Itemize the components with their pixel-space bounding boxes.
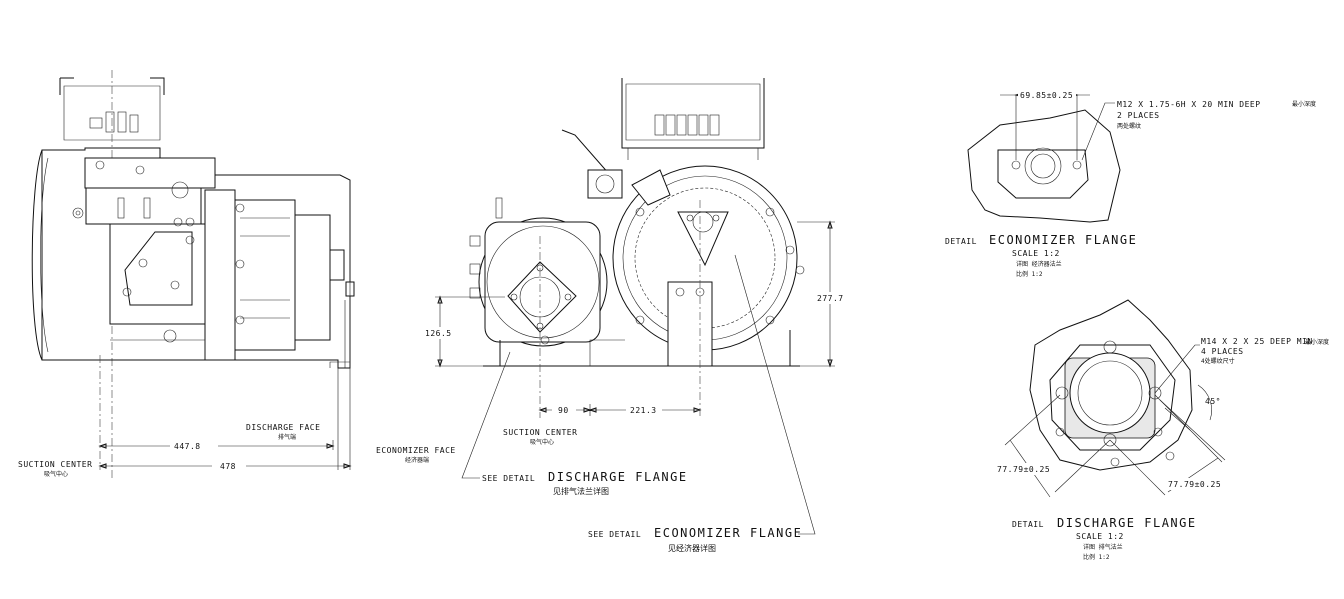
label-suction-center-left-cn: 吸气中心 (44, 470, 68, 478)
label-suction-center-mid: SUCTION CENTER (503, 428, 577, 437)
label-discharge-face: DISCHARGE FACE (246, 423, 320, 432)
econ-places: 2 PLACES (1117, 111, 1160, 120)
end-view: 126.5 277.7 90 221.3 SUCTION CENTER 吸气中心… (376, 78, 849, 553)
detail-discharge-flange: M14 X 2 X 25 DEEP MIN 最小深度 4 PLACES 4处螺纹… (995, 299, 1329, 561)
discharge-flange-ref: DISCHARGE FLANGE (548, 470, 688, 484)
angle-45: 45° (1205, 397, 1221, 406)
dim-69: 69.85±0.25 (1020, 91, 1073, 100)
dim-90: 90 (558, 406, 569, 415)
see-detail-2: SEE DETAIL (588, 530, 641, 539)
disch-thread-spec: M14 X 2 X 25 DEEP MIN (1201, 337, 1313, 346)
disch-detail-title: DISCHARGE FLANGE (1057, 516, 1197, 530)
dim-447: 447.8 (174, 442, 201, 451)
disch-places-cn: 4处螺纹尺寸 (1201, 357, 1235, 365)
label-suction-center-mid-cn: 吸气中心 (530, 438, 554, 446)
side-view: 447.8 478 DISCHARGE FACE 排气端 SUCTION CEN… (18, 70, 355, 480)
disch-detail-cn1: 详图 排气法兰 (1083, 543, 1123, 551)
detail-economizer-flange: 69.85±0.25 M12 X 1.75-6H X 20 MIN DEEP 最… (945, 89, 1316, 278)
disch-detail-cn2: 比例 1:2 (1083, 553, 1110, 561)
disch-detail-scale: SCALE 1:2 (1076, 532, 1124, 541)
dim-221: 221.3 (630, 406, 657, 415)
dim-126: 126.5 (425, 329, 452, 338)
econ-thread-spec: M12 X 1.75-6H X 20 MIN DEEP (1117, 100, 1261, 109)
dim-77a: 77.79±0.25 (997, 465, 1050, 474)
label-discharge-face-cn: 排气端 (278, 433, 296, 441)
econ-detail-scale: SCALE 1:2 (1012, 249, 1060, 258)
label-economizer-face: ECONOMIZER FACE (376, 446, 456, 455)
econ-thread-cn: 最小深度 (1292, 100, 1316, 108)
disch-thread-cn: 最小深度 (1305, 338, 1329, 346)
dim-77b: 77.79±0.25 (1168, 480, 1221, 489)
dim-277: 277.7 (817, 294, 844, 303)
disch-detail-prefix: DETAIL (1012, 520, 1044, 529)
econ-detail-cn2: 比例 1:2 (1016, 270, 1043, 278)
disch-places: 4 PLACES (1201, 347, 1244, 356)
econ-detail-title: ECONOMIZER FLANGE (989, 233, 1137, 247)
econ-places-cn: 两处螺纹 (1117, 122, 1141, 130)
economizer-flange-ref-cn: 见经济器详图 (668, 543, 716, 553)
economizer-flange-ref: ECONOMIZER FLANGE (654, 526, 802, 540)
label-suction-center-left: SUCTION CENTER (18, 460, 92, 469)
label-economizer-face-cn: 经济器端 (405, 456, 429, 464)
econ-detail-cn1: 详图 经济器法兰 (1016, 260, 1062, 268)
dim-478: 478 (220, 462, 236, 471)
see-detail-1: SEE DETAIL (482, 474, 535, 483)
discharge-flange-ref-cn: 见排气法兰详图 (553, 486, 609, 496)
econ-detail-prefix: DETAIL (945, 237, 977, 246)
